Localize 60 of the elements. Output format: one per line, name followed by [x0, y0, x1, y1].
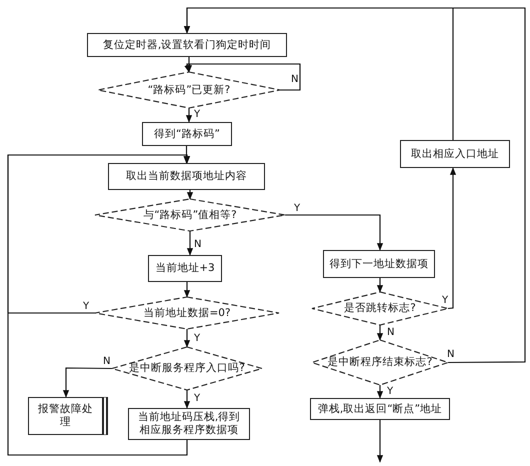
arrow [183, 146, 190, 164]
process-box [148, 255, 222, 282]
arrow [184, 63, 301, 91]
edge-label: N [446, 350, 456, 360]
process-box [142, 122, 232, 146]
edge-label: Y [193, 394, 202, 404]
node-text: 得到“路标码” [154, 128, 220, 140]
arrow [184, 7, 526, 364]
node-text: 与“路标码”值相等? [143, 208, 237, 222]
edge-label: N [102, 357, 112, 367]
arrow [184, 282, 190, 298]
node-text: “路标码”已更新? [148, 84, 230, 96]
node-text: 是中断程序结束标志? [328, 356, 432, 369]
arrow [376, 385, 384, 399]
node-text: 复位定时器,设置软看门狗定时时间 [102, 38, 272, 52]
arrow [376, 278, 384, 293]
arrow [186, 231, 194, 256]
decision-diamond [112, 347, 262, 390]
node-text: 是否跳转标志? [344, 302, 416, 315]
edge-label: Y [193, 334, 202, 344]
arrow [7, 154, 190, 456]
node-text: 报警故障处理 [37, 403, 94, 429]
edge-label: Y [386, 387, 394, 397]
edge-label: N [290, 75, 300, 85]
arrow [448, 167, 456, 310]
decision-diamond [95, 199, 285, 231]
arrow [184, 390, 190, 409]
arrow [62, 367, 112, 398]
node-text: 取出相应入口地址 [411, 148, 499, 160]
node-text: 得到下一地址数据项 [330, 258, 428, 270]
edge-label: Y [193, 110, 202, 120]
node-text: 当前地址码压栈,得到相应服务程序数据项 [136, 411, 242, 437]
arrow [376, 420, 384, 463]
decision-diamond [98, 72, 280, 108]
process-box [128, 408, 250, 440]
arrow [184, 329, 190, 348]
edge-label: N [193, 240, 202, 250]
node-text: 取出当前数据项地址内容 [126, 170, 247, 183]
arrow [285, 214, 384, 251]
node-text: 当前地址+3 [155, 262, 215, 275]
process-box [400, 140, 510, 168]
decision-diamond [95, 297, 279, 329]
process-box [87, 33, 287, 57]
arrow [186, 57, 192, 73]
process-box [108, 163, 265, 190]
node-text: 是中断服务程序入口吗? [129, 362, 245, 375]
arrow [186, 190, 194, 200]
edge-label: Y [441, 296, 450, 306]
edge-label: Y [293, 204, 302, 214]
node-text: 当前地址数据=0? [143, 306, 231, 320]
process-box [323, 250, 435, 278]
decision-diamond [312, 340, 448, 385]
subprocess-box [28, 397, 108, 435]
node-text: 弹栈,取出返回“断点”地址 [318, 402, 442, 416]
edge-label: Y [82, 302, 90, 312]
decision-diamond [312, 292, 448, 325]
edge-label: N [386, 328, 396, 338]
arrow [186, 108, 192, 123]
process-box [310, 398, 450, 420]
arrow [376, 325, 384, 341]
